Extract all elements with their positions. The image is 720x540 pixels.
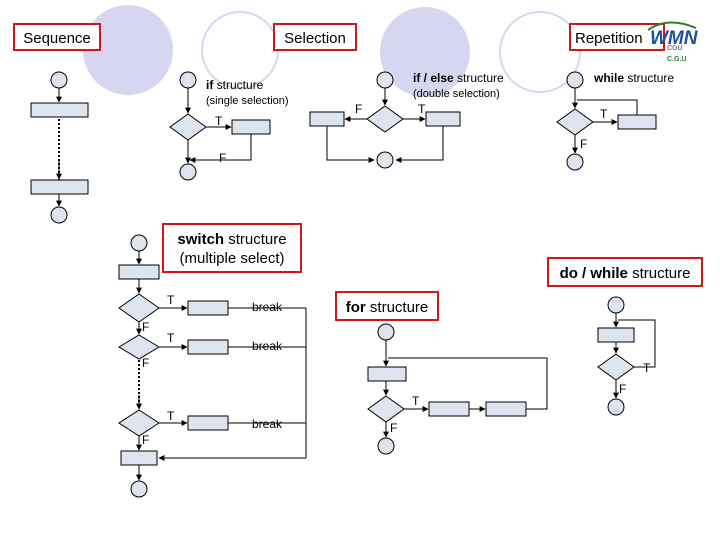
switch-default-action xyxy=(120,450,158,466)
if-else-structure-subtitle: (double selection) xyxy=(413,88,500,100)
for-increment-action xyxy=(485,401,527,417)
section-title-sequence: Sequence xyxy=(13,23,101,51)
if-else-start-node xyxy=(376,71,394,89)
if-else-end-node xyxy=(376,151,394,169)
switch-structure-diagram: switch structure (multiple select) T bre… xyxy=(118,223,307,498)
for-body-action xyxy=(428,401,470,417)
do-while-structure-label: do / while structure xyxy=(560,265,691,282)
switch-case-1-false-label: F xyxy=(142,320,149,334)
selection-title: Selection xyxy=(284,30,346,47)
for-initialization xyxy=(367,366,407,382)
if-else-decision xyxy=(366,105,404,133)
for-end-node xyxy=(377,437,395,455)
if-decision xyxy=(169,113,207,141)
if-else-true-label: T xyxy=(418,102,426,116)
switch-case-2-action xyxy=(187,339,229,355)
do-while-false-label: F xyxy=(619,382,626,396)
while-structure-label: while structure xyxy=(593,71,674,85)
if-else-true-action xyxy=(425,111,461,127)
if-else-false-label: F xyxy=(355,102,362,116)
do-while-end-node xyxy=(607,398,625,416)
do-while-decision xyxy=(597,353,635,381)
switch-case-2-true-label: T xyxy=(167,331,175,345)
switch-case-1-action xyxy=(187,300,229,316)
switch-case-n-action xyxy=(187,415,229,431)
logo-sub2: C.G.U xyxy=(667,56,686,63)
if-start-node xyxy=(179,71,197,89)
if-false-label: F xyxy=(219,151,226,165)
sequence-action-n xyxy=(30,179,89,195)
background-decoration xyxy=(83,5,581,97)
if-else-structure-diagram: if / else structure (double selection) F… xyxy=(309,71,504,169)
for-start-node xyxy=(377,323,395,341)
switch-structure-subtitle: (multiple select) xyxy=(179,250,284,267)
while-false-label: F xyxy=(580,137,587,151)
switch-start-node xyxy=(130,234,148,252)
logo-text: WMN xyxy=(650,28,699,49)
do-while-action xyxy=(597,327,635,343)
switch-case-n-break: break xyxy=(252,417,283,431)
sequence-start-node xyxy=(50,71,68,89)
sequence-diagram xyxy=(30,71,89,224)
if-else-false-action xyxy=(309,111,345,127)
while-end-node xyxy=(566,153,584,171)
switch-case-n-false-label: F xyxy=(142,433,149,447)
switch-case-n-true-label: T xyxy=(167,409,175,423)
sequence-action-1 xyxy=(30,102,89,118)
while-action xyxy=(617,114,657,130)
switch-structure-label: switch structure xyxy=(177,231,286,248)
switch-case-1-true-label: T xyxy=(167,293,175,307)
sequence-title: Sequence xyxy=(23,30,91,47)
for-false-label: F xyxy=(390,421,397,435)
while-decision xyxy=(556,108,594,136)
if-true-label: T xyxy=(215,114,223,128)
if-structure-subtitle: (single selection) xyxy=(206,95,289,107)
for-structure-diagram: for structure T F xyxy=(335,291,548,455)
do-while-true-label: T xyxy=(643,361,651,375)
wmn-logo: WMN CGU C.G.U xyxy=(647,21,699,63)
for-true-label: T xyxy=(412,394,420,408)
switch-case-n-decision xyxy=(118,409,160,437)
switch-end-node xyxy=(130,480,148,498)
if-structure-label: if structure xyxy=(206,78,264,92)
switch-expression xyxy=(118,264,160,280)
section-title-repetition: Repetition xyxy=(569,23,665,51)
if-structure-diagram: if structure (single selection) T F xyxy=(169,71,289,181)
switch-case-2-decision xyxy=(118,334,160,360)
while-true-label: T xyxy=(600,107,608,121)
logo-sub1: CGU xyxy=(667,45,683,52)
while-start-node xyxy=(566,71,584,89)
repetition-title: Repetition xyxy=(575,30,643,47)
switch-case-2-false-label: F xyxy=(142,356,149,370)
if-action xyxy=(231,119,271,135)
switch-case-1-decision xyxy=(118,293,160,323)
while-structure-diagram: while structure T F xyxy=(556,71,674,171)
for-decision xyxy=(367,395,405,423)
do-while-start-node xyxy=(607,296,625,314)
sequence-end-node xyxy=(50,206,68,224)
section-title-selection: Selection xyxy=(273,23,357,51)
if-end-node xyxy=(179,163,197,181)
if-else-structure-label: if / else structure xyxy=(413,71,504,85)
for-structure-label: for structure xyxy=(346,299,429,316)
switch-case-1-break: break xyxy=(252,300,283,314)
switch-case-2-break: break xyxy=(252,339,283,353)
do-while-structure-diagram: do / while structure T F xyxy=(547,257,703,416)
